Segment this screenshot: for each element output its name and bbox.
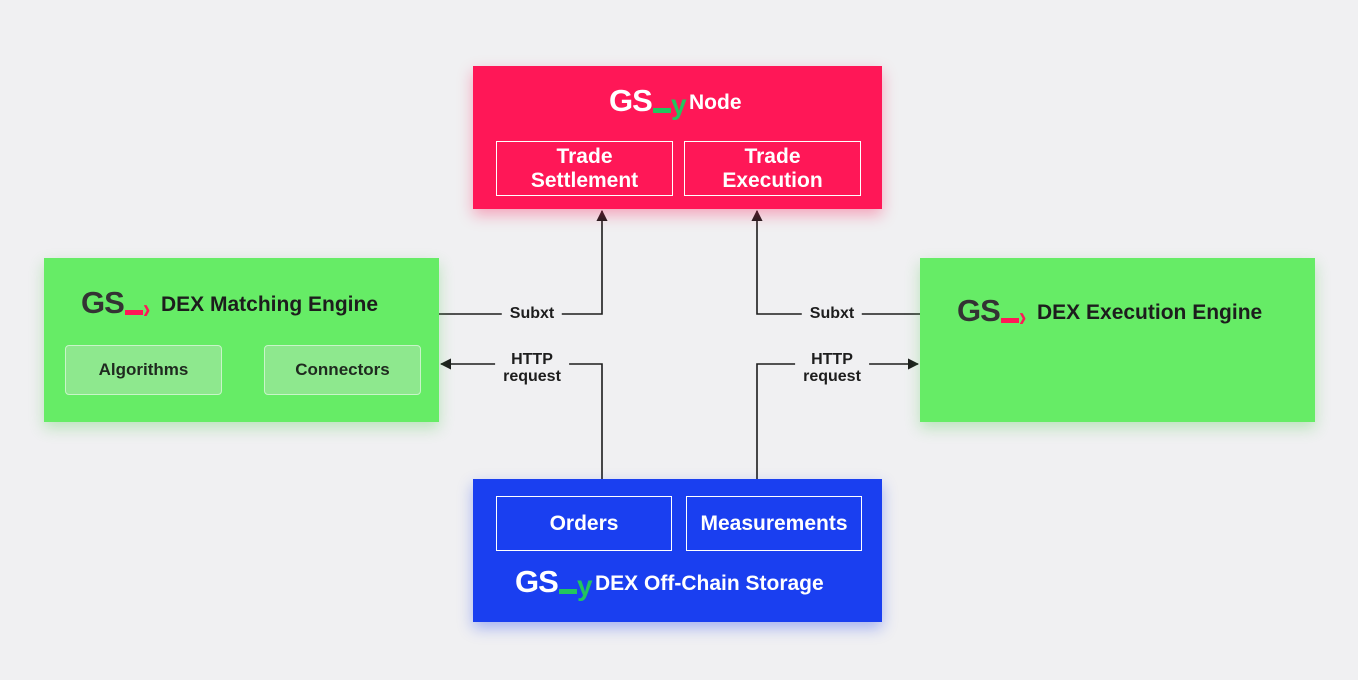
execution-engine-box: GS › DEX Execution Engine [920,258,1315,422]
matching-title-row: GS › DEX Matching Engine [81,285,379,324]
connectors-block: Connectors [264,345,421,395]
node-title-row: GS y Node [609,83,742,121]
node-box: GS y Node Trade Settlement Trade Executi… [473,66,882,209]
gsy-logo-icon: GS y [515,564,593,602]
trade-execution-block: Trade Execution [684,141,861,196]
label-left-subxt: Subxt [501,305,563,322]
label-left-request: request [503,368,561,385]
node-title: Node [689,91,742,114]
execution-title-row: GS › DEX Execution Engine [957,293,1263,332]
storage-title-row: GS y DEX Off-Chain Storage [515,564,824,602]
label-left-http-request: HTTP request [495,351,569,385]
storage-box: Orders Measurements GS y DEX Off-Chain S… [473,479,882,622]
label-left-http: HTTP [511,351,553,368]
arrow-storage-to-matching [439,358,603,479]
gsy-logo-icon: GS › [81,285,151,324]
execution-title: DEX Execution Engine [1037,301,1263,324]
measurements-block: Measurements [686,496,862,551]
matching-title: DEX Matching Engine [161,293,379,316]
matching-engine-box: GS › DEX Matching Engine Algorithms Conn… [44,258,439,422]
arrow-execution-to-trade-execution [751,209,920,315]
label-right-http-request: HTTP request [795,351,869,385]
gsy-logo-icon: GS › [957,293,1027,332]
orders-block: Orders [496,496,672,551]
arrow-matching-to-settlement [439,209,608,315]
storage-title: DEX Off-Chain Storage [595,572,824,595]
gsy-logo-icon: GS y [609,83,687,121]
label-right-subxt: Subxt [801,305,863,322]
trade-settlement-block: Trade Settlement [496,141,673,196]
label-right-http: HTTP [811,351,853,368]
label-right-request: request [803,368,861,385]
algorithms-block: Algorithms [65,345,222,395]
